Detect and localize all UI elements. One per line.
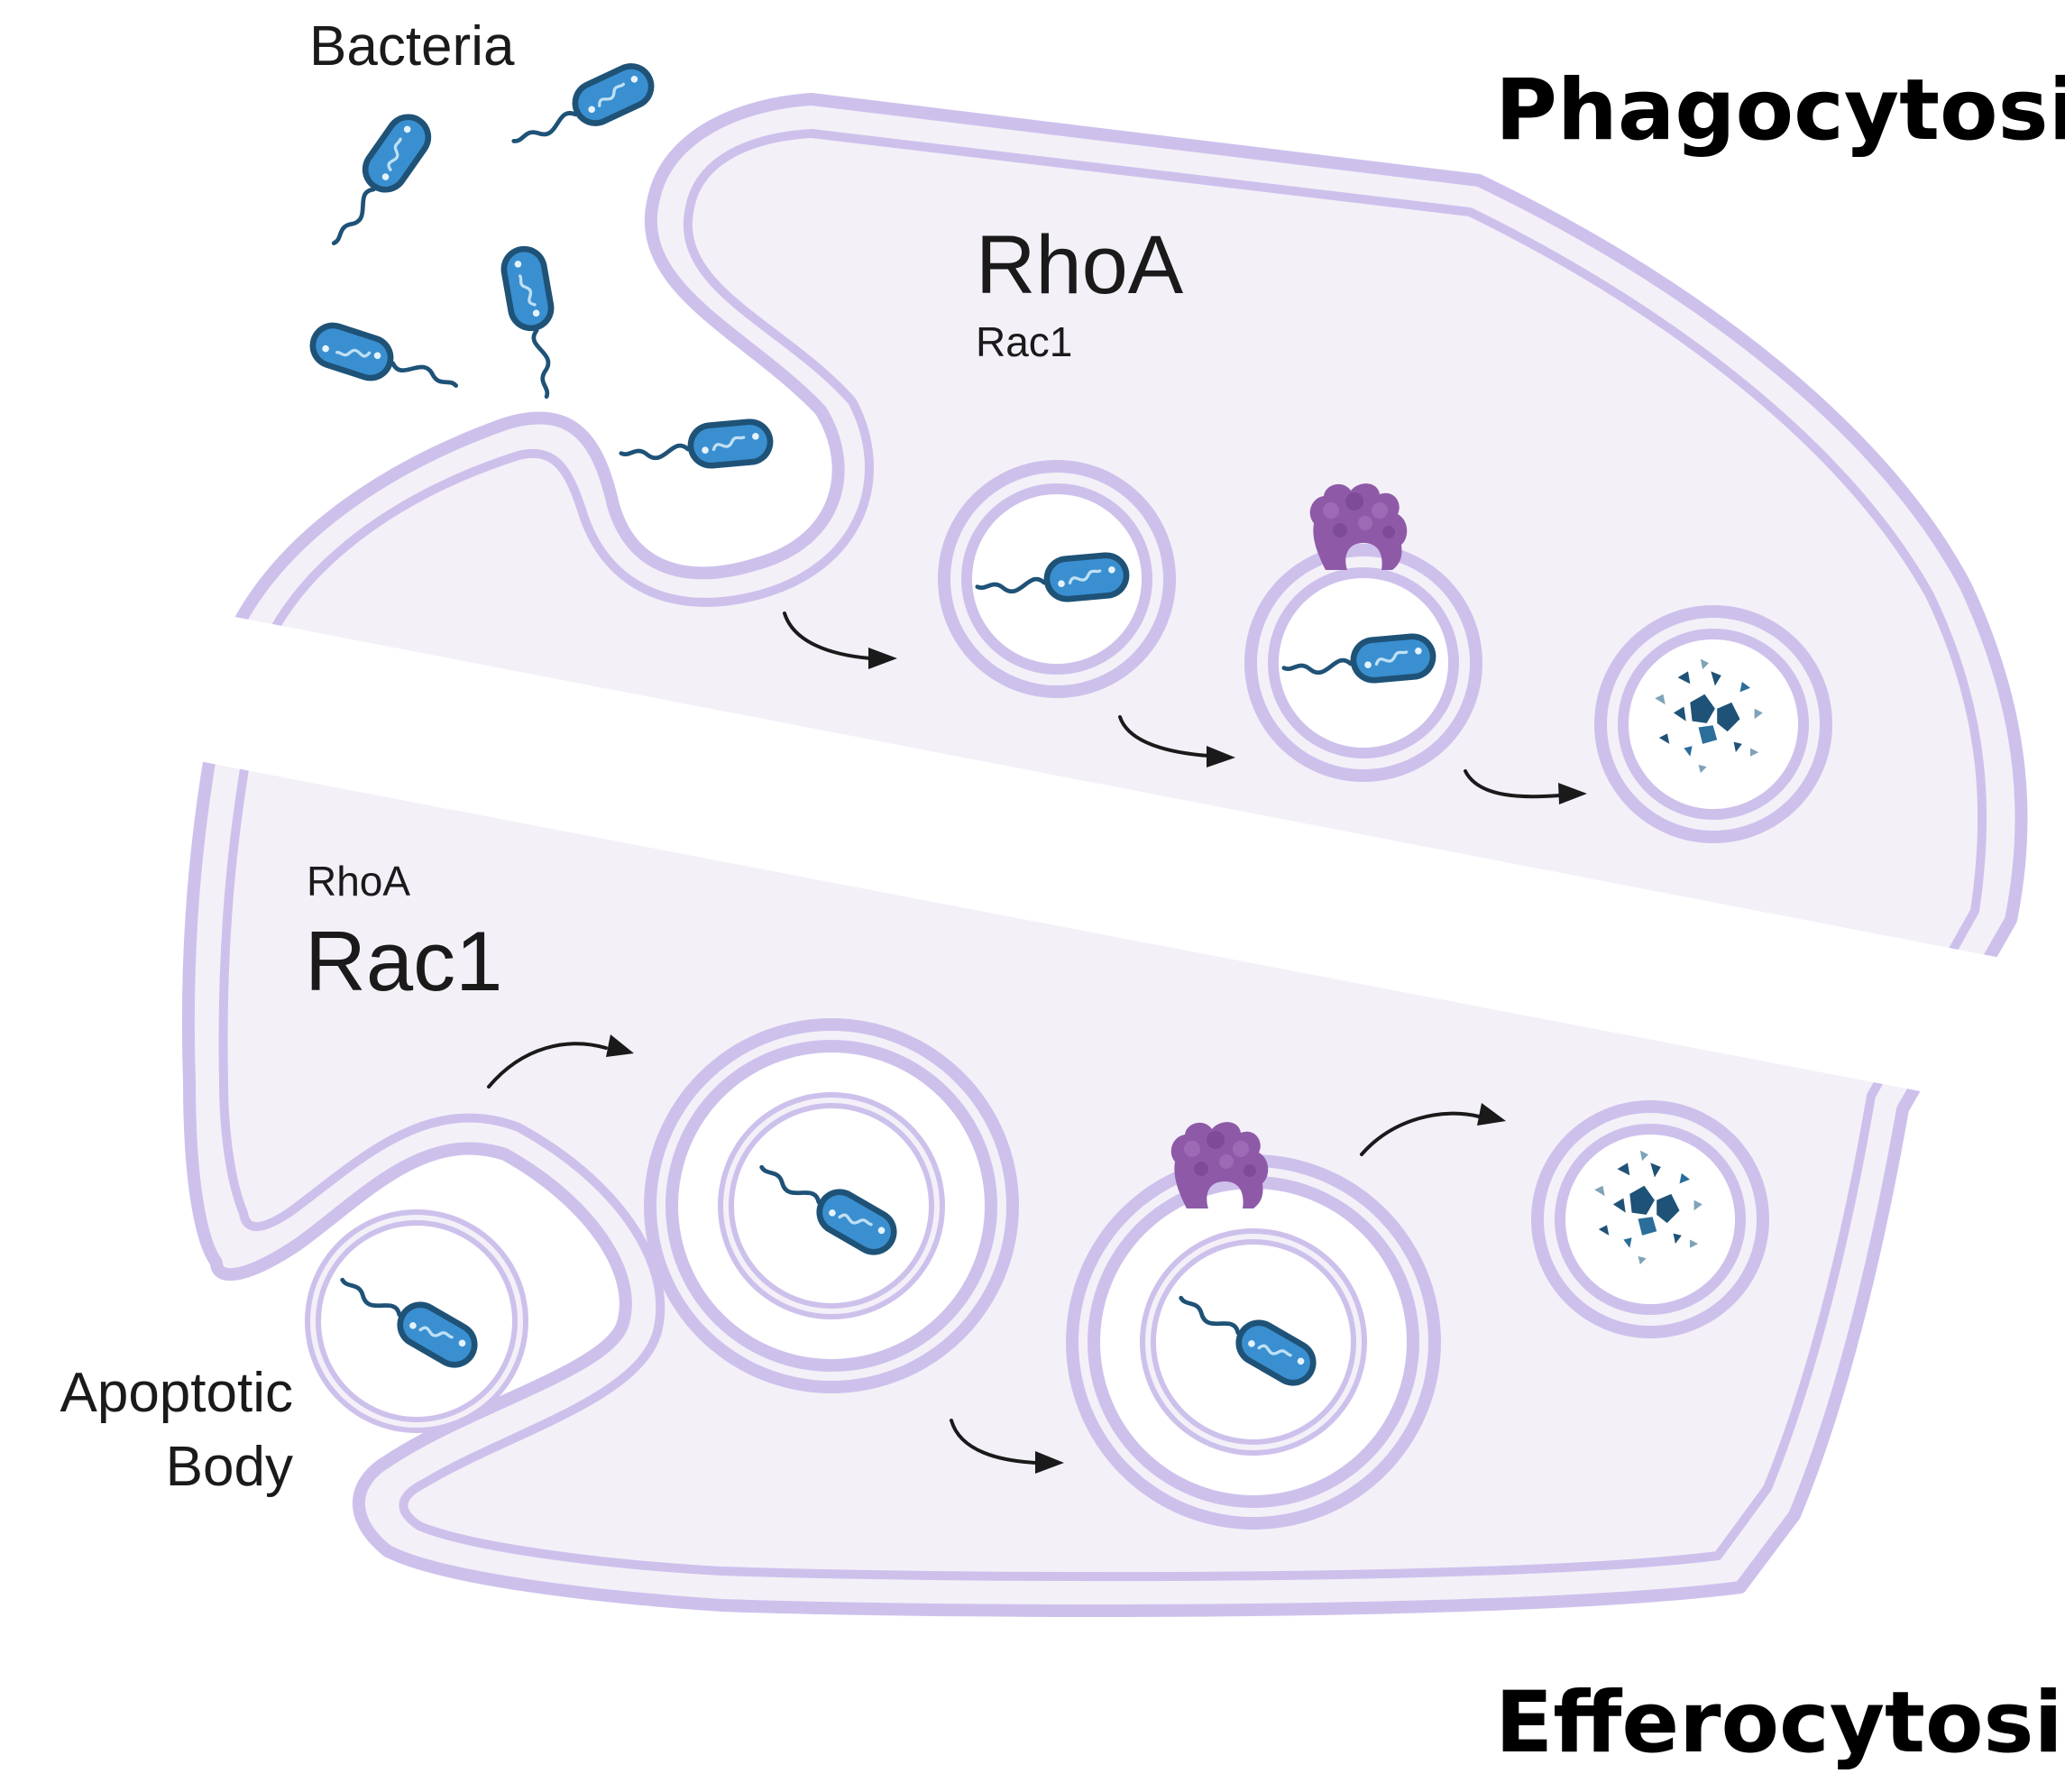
rhoa-top-label: RhoA	[976, 219, 1184, 311]
apoptotic-body-label-line1: Apoptotic	[60, 1362, 293, 1424]
rhoa-bottom-label: RhoA	[307, 858, 410, 905]
apoptotic-body-icon	[305, 1209, 528, 1433]
bacterium-icon	[620, 417, 776, 476]
arrow-icon	[1118, 715, 1235, 767]
bacterium-icon	[504, 56, 662, 162]
phagosome-icon	[644, 1018, 1019, 1393]
arrow-icon	[1464, 769, 1587, 804]
rac1-top-label: Rac1	[976, 318, 1072, 365]
bacterium-icon	[304, 317, 463, 408]
arrow-icon	[487, 1034, 634, 1089]
phagosome-icon	[1244, 483, 1482, 782]
arrow-icon	[950, 1419, 1064, 1474]
arrow-icon	[783, 611, 897, 669]
bacterium-icon	[315, 105, 440, 256]
arrow-icon	[1360, 1103, 1506, 1156]
phagocytosis-title: Phagocytosis	[1495, 61, 2065, 160]
efferocytosis-title: Efferocytosis	[1495, 1674, 2065, 1772]
phagosome-icon	[1066, 1122, 1441, 1530]
rac1-bottom-label: Rac1	[305, 914, 502, 1008]
phagosome-icon	[938, 460, 1176, 698]
apoptotic-body-label-line2: Body	[166, 1436, 293, 1498]
phagolysosome-debris-icon	[1531, 1100, 1769, 1338]
bacteria-label: Bacteria	[309, 15, 515, 78]
bacterium-icon	[497, 243, 569, 400]
separator-band	[180, 613, 2038, 1114]
phagolysosome-debris-icon	[1594, 605, 1832, 843]
